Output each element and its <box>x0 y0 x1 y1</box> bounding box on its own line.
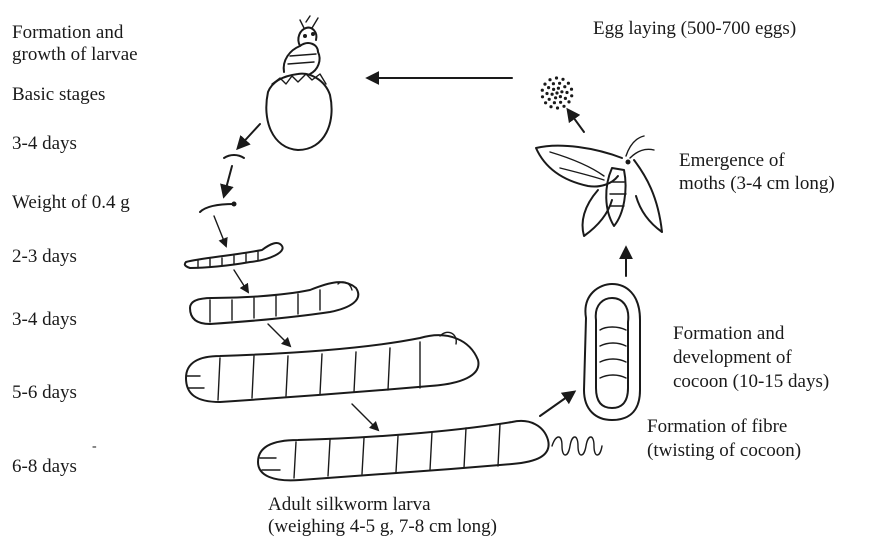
arrow-moth-to-eggs <box>568 110 584 132</box>
egg-dot <box>552 88 555 91</box>
egg-dot <box>558 82 561 85</box>
early-larva-1-illustration <box>224 155 244 158</box>
arrow-adult-to-cocoon <box>540 392 574 416</box>
egg-dot <box>567 100 570 103</box>
egg-dot <box>563 85 566 88</box>
egg-dot <box>547 86 550 89</box>
egg-dot <box>561 78 564 81</box>
egg-dot <box>559 95 562 98</box>
egg-dot <box>541 89 544 92</box>
egg-dot <box>541 95 544 98</box>
arrow-stage3-to-stage4 <box>268 324 290 346</box>
arrow-stage4-to-adult <box>352 404 378 430</box>
arrow-larva2-to-stage2 <box>214 216 226 246</box>
egg-dot <box>543 83 546 86</box>
hatching-egg-illustration <box>266 16 331 150</box>
early-larva-2-illustration <box>200 202 237 213</box>
egg-dot <box>553 101 556 104</box>
egg-cluster-illustration <box>541 76 574 109</box>
egg-dot <box>551 93 554 96</box>
egg-dot <box>565 91 568 94</box>
silk-fibre-twist-illustration <box>552 437 602 455</box>
egg-dot <box>548 98 551 101</box>
egg-dot <box>554 96 557 99</box>
larva-5-6-days-illustration <box>186 332 478 402</box>
egg-dot <box>556 106 559 109</box>
egg-dot <box>567 82 570 85</box>
arrow-stage2-to-stage3 <box>234 270 248 292</box>
egg-dot <box>544 101 547 104</box>
egg-dot <box>549 105 552 108</box>
larva-3-4-days-illustration <box>190 282 358 324</box>
larva-2-3-days-illustration <box>185 243 283 268</box>
egg-dot <box>564 97 567 100</box>
egg-dot <box>545 92 548 95</box>
egg-dot <box>559 101 562 104</box>
moth-illustration <box>536 136 662 236</box>
egg-dot <box>548 78 551 81</box>
egg-dot <box>555 76 558 79</box>
arrow-larva1-to-larva2 <box>224 166 232 196</box>
egg-dot <box>557 87 560 90</box>
arrow-hatch-to-larva1 <box>238 124 260 148</box>
egg-dot <box>555 91 558 94</box>
egg-dot <box>552 82 555 85</box>
egg-dot <box>570 94 573 97</box>
egg-dot <box>562 105 565 108</box>
egg-dot <box>570 88 573 91</box>
cocoon-illustration <box>584 284 640 420</box>
egg-dot <box>560 90 563 93</box>
adult-larva-illustration <box>258 421 549 480</box>
